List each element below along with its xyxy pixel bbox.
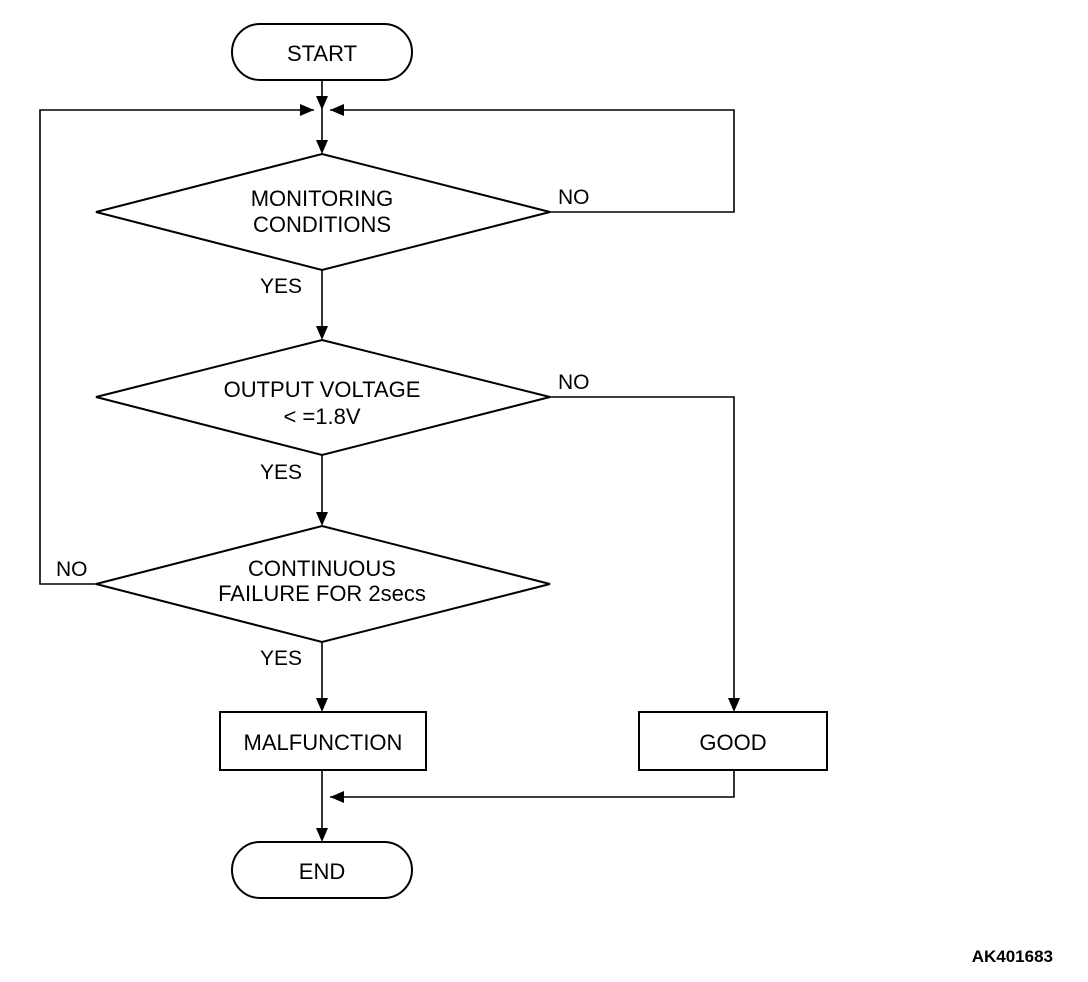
yes-label-continuous: YES (260, 647, 302, 670)
arrowhead-monitoring-no-loop (330, 104, 344, 116)
good-label: GOOD (699, 730, 766, 755)
end-terminal (231, 841, 413, 899)
decision-voltage-line2: < =1.8V (283, 404, 360, 429)
arrowhead-into-malfunction (316, 698, 328, 712)
yes-label-voltage: YES (260, 461, 302, 484)
good-box (638, 711, 828, 771)
no-label-monitoring: NO (558, 186, 590, 209)
malfunction-label: MALFUNCTION (244, 730, 403, 755)
decision-continuous-line1: CONTINUOUS (248, 556, 396, 581)
start-label: START (287, 41, 357, 66)
no-label-continuous: NO (56, 558, 88, 581)
arrowhead-into-voltage (316, 326, 328, 340)
connectors (39, 80, 740, 842)
decision-monitoring-line2: CONDITIONS (253, 212, 391, 237)
arrowhead-loop-merge-top (316, 96, 328, 110)
connector-good-to-end (330, 770, 735, 798)
arrowhead-good-merge (330, 791, 344, 803)
decision-monitoring-line1: MONITORING (251, 186, 394, 211)
yes-label-monitoring: YES (260, 275, 302, 298)
figure-id: AK401683 (972, 947, 1053, 966)
decision-continuous-failure (95, 524, 551, 644)
decision-voltage-line1: OUTPUT VOLTAGE (224, 377, 421, 402)
no-label-voltage: NO (558, 371, 590, 394)
connector-voltage-no (550, 396, 735, 706)
decision-output-voltage (95, 338, 551, 457)
start-terminal (231, 23, 413, 81)
arrowhead-into-continuous (316, 512, 328, 526)
end-label: END (299, 859, 345, 884)
decision-monitoring-conditions (95, 152, 551, 272)
arrowhead-into-monitoring (316, 140, 328, 154)
malfunction-box (219, 711, 427, 771)
connector-monitoring-no-loop (330, 109, 735, 213)
arrowhead-into-end (316, 828, 328, 842)
connector-continuous-no-loop (39, 109, 314, 585)
arrowhead-continuous-no-loop (300, 104, 314, 116)
arrowhead-into-good (728, 698, 740, 712)
decision-continuous-line2: FAILURE FOR 2secs (218, 581, 426, 606)
